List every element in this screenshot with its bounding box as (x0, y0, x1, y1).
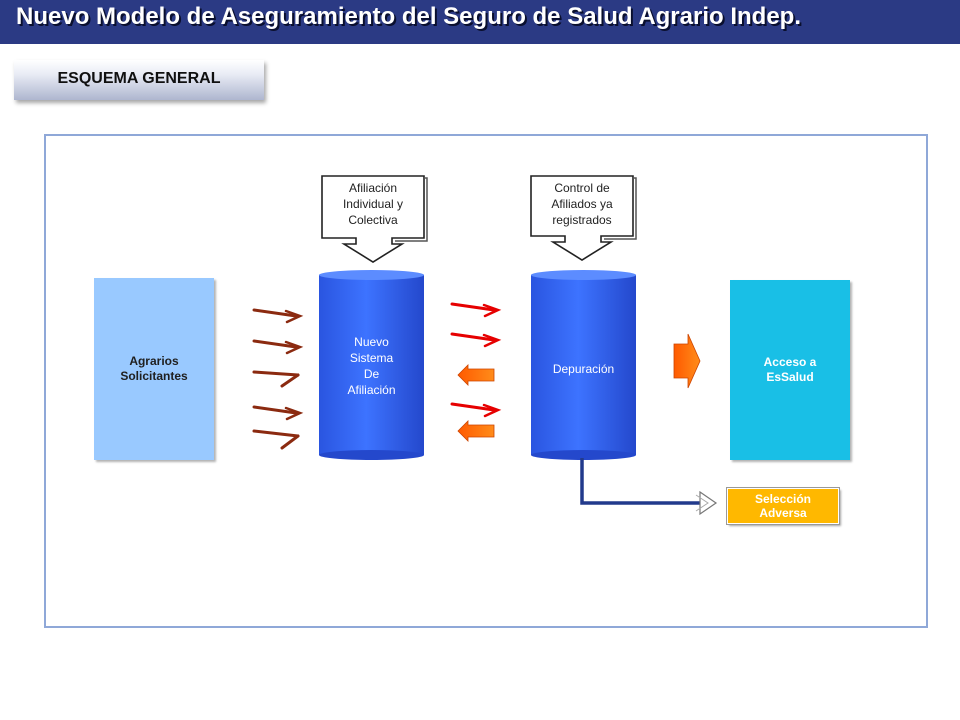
brown-arrow (252, 370, 300, 388)
brown-arrow (252, 308, 304, 324)
callout-afiliacion (321, 175, 428, 263)
section-tab: ESQUEMA GENERAL (14, 60, 264, 100)
seleccion-adversa-box: Selección Adversa (727, 488, 839, 524)
brown-arrow (252, 339, 304, 355)
title-bar: Nuevo Modelo de Aseguramiento del Seguro… (0, 0, 960, 44)
orange-forward-arrow (673, 333, 701, 389)
callout-control (530, 175, 637, 261)
diagram-frame (44, 134, 928, 628)
agrarios-label: Agrarios Solicitantes (120, 354, 188, 383)
agrarios-solicitantes-box: Agrarios Solicitantes (94, 278, 214, 460)
orange-return-arrow (457, 420, 495, 442)
depuracion-label: Depuración (552, 362, 615, 376)
acceso-label: Acceso a EsSalud (763, 355, 817, 384)
callout-control-text: Control de Afiliados ya registrados (551, 181, 613, 227)
nuevo-sistema-label: Nuevo Sistema De Afiliación (347, 335, 396, 397)
connector-to-seleccion (580, 458, 718, 516)
red-arrow (450, 402, 502, 418)
acceso-essalud-box: Acceso a EsSalud (730, 280, 850, 460)
section-tab-background (14, 60, 264, 100)
red-arrow (450, 332, 502, 348)
orange-return-arrow (457, 364, 495, 386)
cylinder-nuevo-sistema (319, 270, 424, 460)
seleccion-label: Selección Adversa (754, 492, 812, 520)
page-title: Nuevo Modelo de Aseguramiento del Seguro… (16, 3, 801, 30)
section-label: ESQUEMA GENERAL (57, 70, 221, 87)
red-arrow (450, 302, 502, 318)
brown-arrow (252, 429, 300, 450)
callout-afiliacion-text: Afiliación Individual y Colectiva (342, 181, 404, 227)
cylinder-depuracion (531, 270, 636, 460)
brown-arrows (252, 308, 304, 450)
brown-arrow (252, 405, 304, 421)
red-arrows (450, 302, 502, 418)
